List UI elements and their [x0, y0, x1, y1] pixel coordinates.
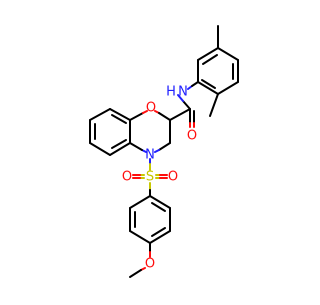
- amide-nitrogen-label: N: [178, 85, 188, 100]
- methyl-bond: [209, 93, 219, 117]
- double-bond-inner: [151, 202, 166, 212]
- sulfur-label: S: [146, 170, 154, 185]
- bond: [129, 195, 151, 209]
- bond: [129, 142, 143, 151]
- bond: [149, 230, 171, 244]
- sulfonyl-group: [132, 158, 168, 197]
- bond: [182, 100, 191, 110]
- bond: [158, 112, 171, 121]
- double-bond-inner: [111, 114, 127, 124]
- ring-nitrogen-label: N: [145, 148, 155, 163]
- bond: [129, 112, 144, 121]
- molecule-structure: O O N H N S O O O: [89, 25, 239, 278]
- bond: [217, 47, 239, 61]
- bond: [197, 47, 219, 61]
- methoxy-oxygen-label: O: [145, 257, 155, 272]
- methoxyphenyl-ring: [129, 195, 171, 278]
- double-bond-inner: [151, 227, 166, 237]
- double-bond-inner: [111, 139, 127, 149]
- bond: [89, 108, 111, 121]
- bond: [197, 81, 219, 95]
- oxazine-ring: [129, 110, 171, 153]
- bond: [142, 110, 148, 114]
- bond: [217, 81, 239, 95]
- double-bond-inner: [202, 54, 218, 65]
- methyl-bond: [129, 269, 142, 278]
- bond: [89, 142, 111, 156]
- bond: [129, 230, 151, 244]
- atom-labels: O O N H N S O O O: [122, 85, 197, 272]
- sulfonyl-oxygen-right-label: O: [168, 170, 178, 185]
- bond: [191, 81, 199, 87]
- bond: [154, 149, 160, 153]
- double-bond-inner: [201, 79, 216, 89]
- carbonyl-oxygen-label: O: [187, 129, 197, 144]
- bond: [158, 142, 171, 151]
- bond: [149, 195, 171, 209]
- bond: [109, 142, 131, 156]
- fused-benzene-ring: [89, 108, 131, 156]
- bond: [169, 108, 191, 121]
- ring-oxygen-label: O: [146, 101, 156, 116]
- bond: [177, 94, 184, 102]
- dimethylphenyl-ring: [197, 25, 239, 117]
- amide-hydrogen-label: H: [166, 85, 176, 100]
- sulfonyl-oxygen-left-label: O: [122, 170, 132, 185]
- bond: [109, 108, 131, 121]
- amide-group: [169, 81, 199, 128]
- molecule-canvas: O O N H N S O O O: [89, 25, 239, 278]
